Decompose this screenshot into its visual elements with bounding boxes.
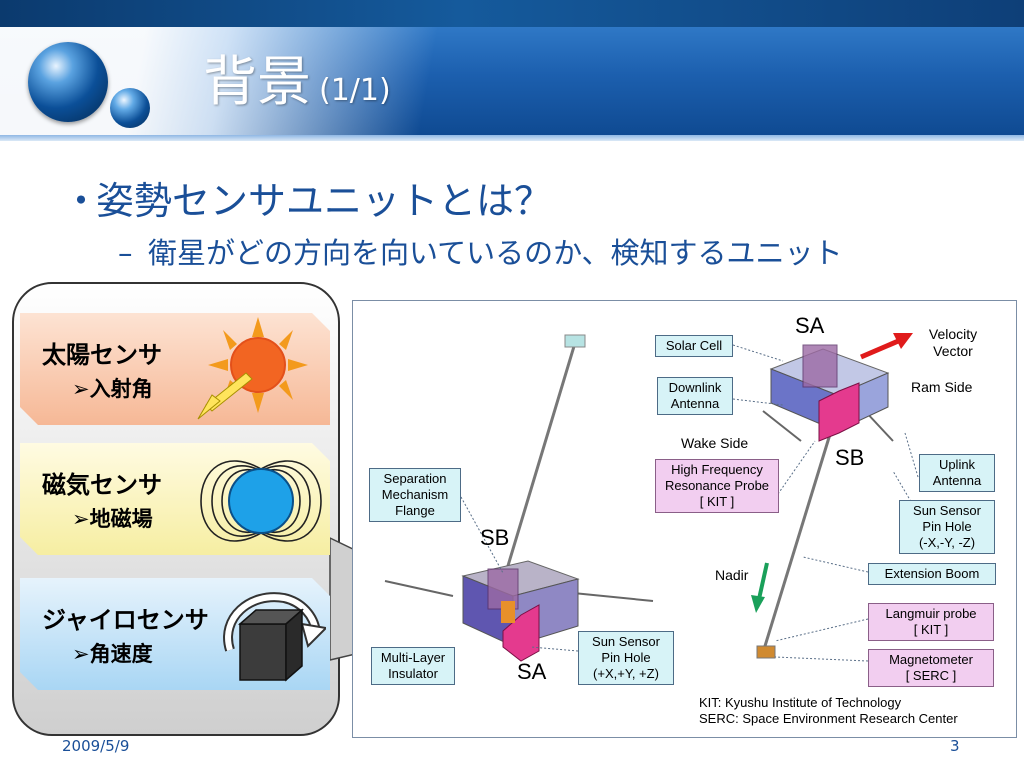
separation-text-2: Mechanism — [381, 487, 449, 502]
mli-text-1: Multi-Layer — [380, 650, 446, 665]
magnetic-sensor-subtitle: ➢地磁場 — [72, 507, 153, 531]
langmuir-text-2: [ KIT ] — [913, 622, 949, 637]
sun-left-text-3: (+X,+Y, +Z) — [593, 666, 659, 681]
downlink-text-2: Antenna — [670, 396, 720, 411]
downlink-text-1: Downlink — [668, 380, 722, 395]
ram-side-label: Ram Side — [911, 379, 973, 395]
langmuir-text-1: Langmuir probe — [885, 606, 977, 621]
hf-text-1: High Frequency — [671, 462, 763, 477]
nadir-label: Nadir — [715, 567, 749, 583]
bullet-main: ・姿勢センサユニットとは？ — [62, 178, 552, 224]
slide-title: 背景(1/1) — [203, 50, 391, 123]
gyro-sensor-subtitle: ➢角速度 — [72, 642, 153, 666]
sun-right-text-2: Pin Hole — [922, 519, 972, 534]
footer-date: 2009/5/9 — [62, 737, 130, 755]
sphere-logo-icon — [28, 42, 108, 122]
gyro-cube-icon — [223, 592, 326, 682]
separation-text-3: Flange — [395, 503, 435, 518]
satellite-drawing — [384, 333, 919, 662]
gyro-sensor-title: ジャイロセンサ — [42, 606, 209, 634]
magnetic-sensor-title: 磁気センサ — [42, 471, 162, 499]
bullet-marker: ・ — [62, 179, 101, 223]
uplink-text-2: Antenna — [932, 473, 982, 488]
gyro-sensor-card: ジャイロセンサ ➢角速度 — [20, 578, 330, 690]
sb-left-label: SB — [480, 525, 510, 550]
small-sphere-logo-icon — [110, 88, 150, 128]
velocity-text-2: Vector — [933, 343, 973, 359]
hf-text-2: Resonance Probe — [664, 478, 770, 493]
bullet-main-text: 姿勢センサユニットとは？ — [96, 179, 553, 223]
sun-sensor-subtitle: ➢入射角 — [72, 377, 153, 401]
solar-cell-text: Solar Cell — [665, 338, 723, 353]
mli-text-2: Insulator — [388, 666, 438, 681]
sun-left-text-2: Pin Hole — [601, 650, 651, 665]
bullet-sub-text: 衛星がどの方向を向いているのか、検知するユニット — [148, 236, 843, 270]
magnetic-sensor-card: 磁気センサ ➢地磁場 — [20, 443, 330, 555]
mag-text-2: [ SERC ] — [905, 668, 957, 683]
separation-text-1: Separation — [383, 471, 447, 486]
wake-side-label: Wake Side — [681, 435, 749, 451]
title-text: 背景 — [203, 50, 311, 113]
magnetometer-label: Magnetometer[ SERC ] — [868, 649, 994, 687]
sb-right-label: SB — [835, 445, 865, 470]
sa-top-label: SA — [795, 313, 825, 338]
title-page-indicator: (1/1) — [319, 73, 391, 108]
header-rule — [0, 135, 1024, 141]
magnetic-field-icon — [200, 460, 322, 542]
sa-bottom-label: SA — [517, 659, 547, 684]
sun-left-text-1: Sun Sensor — [592, 634, 660, 649]
sun-sensor-card: 太陽センサ ➢入射角 — [20, 313, 330, 425]
page-number: 3 — [950, 737, 960, 755]
uplink-text-1: Uplink — [938, 457, 976, 472]
top-band — [0, 0, 1024, 27]
extension-boom-label: Extension Boom — [868, 563, 996, 585]
solar-cell-label: Solar Cell — [655, 335, 733, 357]
sun-right-text-1: Sun Sensor — [913, 503, 981, 518]
sub-bullet-marker: – — [118, 236, 133, 270]
title-banner — [0, 27, 1024, 135]
extension-boom-text: Extension Boom — [884, 566, 980, 581]
serc-note: SERC: Space Environment Research Center — [699, 711, 958, 726]
sun-right-text-3: (-X,-Y, -Z) — [918, 535, 976, 550]
kit-note: KIT: Kyushu Institute of Technology — [699, 695, 902, 710]
langmuir-probe-label: Langmuir probe[ KIT ] — [868, 603, 994, 641]
hf-text-3: [ KIT ] — [699, 494, 735, 509]
sun-icon — [197, 317, 308, 420]
bullet-sub: –衛星がどの方向を向いているのか、検知するユニット — [118, 235, 843, 271]
velocity-text-1: Velocity — [928, 326, 978, 342]
mag-text-1: Magnetometer — [889, 652, 973, 667]
sun-sensor-title: 太陽センサ — [42, 341, 162, 369]
